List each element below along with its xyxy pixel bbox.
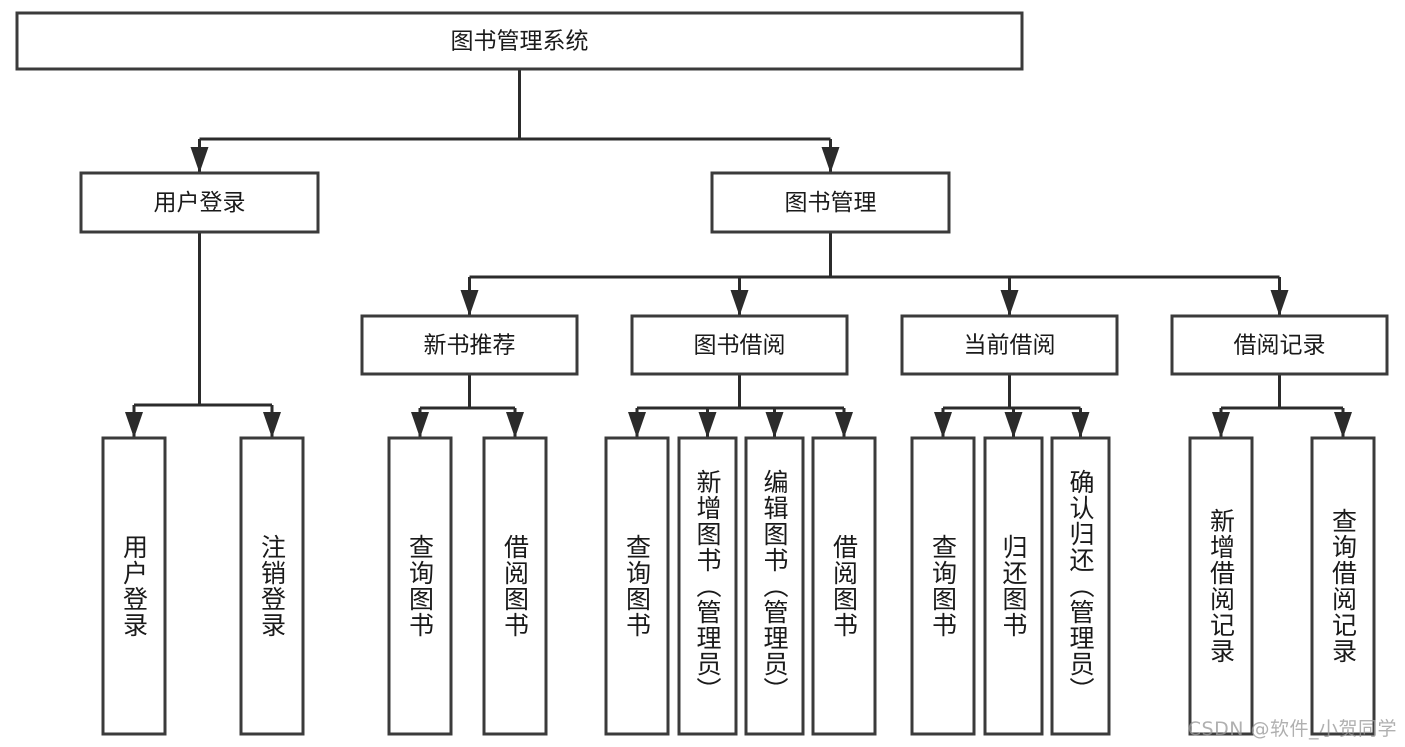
arrow-head-icon: [628, 412, 646, 438]
leaf-node-box: [604, 436, 670, 736]
leaf-node-box: [744, 436, 805, 736]
level3-node-box: [360, 314, 579, 376]
arrow-head-icon: [698, 412, 717, 438]
connector-lines-group: [125, 69, 1352, 438]
level2-node-box: [79, 171, 320, 234]
root-node-box: [15, 11, 1024, 71]
level3-node-box: [900, 314, 1119, 376]
leaf-node-box: [811, 436, 877, 736]
leaf-node-box: [1310, 436, 1376, 736]
arrow-head-icon: [835, 412, 853, 438]
arrow-head-icon: [1334, 412, 1352, 438]
leaf-node-box: [387, 436, 453, 736]
arrow-head-icon: [730, 290, 749, 316]
root-node-label: 图书管理系统: [451, 29, 589, 55]
level3-node-box: [630, 314, 849, 376]
arrow-head-icon: [765, 412, 784, 438]
leaf-node-box: [677, 436, 738, 736]
arrow-head-icon: [821, 147, 840, 173]
arrow-head-icon: [190, 147, 209, 173]
leaf-node-box: [239, 436, 305, 736]
leaf-node-box: [101, 436, 167, 736]
leaf-node-box: [910, 436, 976, 736]
level3-node-label: 借阅记录: [1234, 333, 1326, 359]
node-boxes-group: [15, 11, 1389, 736]
arrow-head-icon: [934, 412, 952, 438]
arrow-head-icon: [506, 412, 524, 438]
level2-node-box: [710, 171, 951, 234]
arrow-head-icon: [411, 412, 429, 438]
level3-node-label: 图书借阅: [694, 333, 786, 359]
level2-node-label: 用户登录: [154, 190, 246, 216]
arrow-head-icon: [1071, 412, 1090, 438]
arrow-head-icon: [1212, 412, 1230, 438]
arrow-head-icon: [1270, 290, 1289, 316]
leaf-node-box: [983, 436, 1044, 736]
arrow-head-icon: [263, 412, 281, 438]
leaf-node-box: [1050, 436, 1111, 736]
level3-node-label: 当前借阅: [964, 333, 1056, 359]
level3-node-box: [1170, 314, 1389, 376]
watermark-text: CSDN @软件_小贺同学: [1187, 718, 1397, 740]
arrow-head-icon: [125, 412, 143, 438]
leaf-node-box: [1188, 436, 1254, 736]
arrow-head-icon: [1000, 290, 1019, 316]
arrow-head-icon: [460, 290, 479, 316]
leaf-node-box: [482, 436, 548, 736]
arrow-head-icon: [1004, 412, 1023, 438]
level2-node-label: 图书管理: [785, 190, 877, 216]
level3-node-label: 新书推荐: [424, 333, 516, 359]
